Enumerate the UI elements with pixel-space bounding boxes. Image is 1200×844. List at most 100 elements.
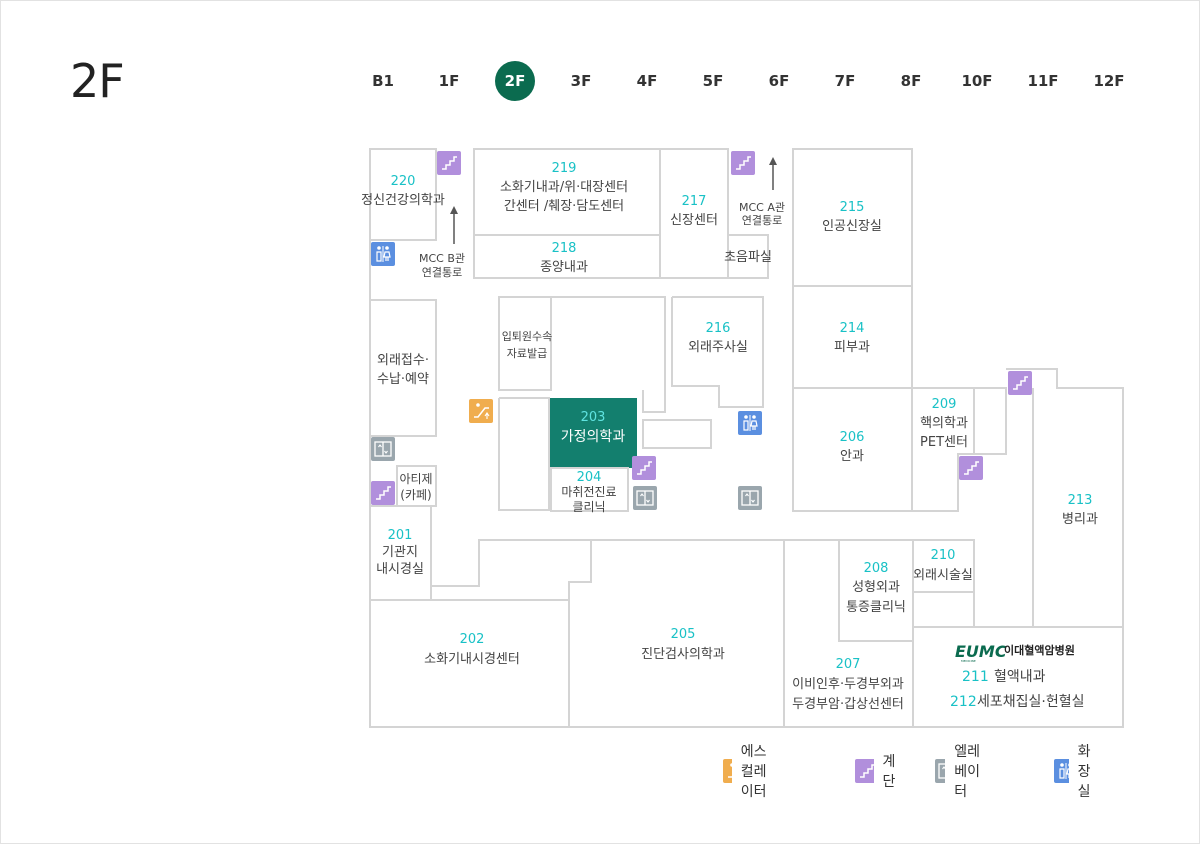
room-218[interactable] <box>473 234 661 279</box>
mcc-a-label-line1: MCC A관 <box>739 201 785 214</box>
escalator-icon <box>722 758 732 784</box>
eumc-logo: EUMC <box>955 642 1007 661</box>
mcc-a-arrow-head <box>769 157 777 165</box>
legend-escalator: 에스컬레이터 <box>722 744 770 800</box>
room-215-name: 인공신장실 <box>822 219 882 234</box>
admission-desk[interactable] <box>498 296 552 391</box>
floor-tab-12f[interactable]: 12F <box>1093 72 1125 90</box>
small-room <box>642 419 712 449</box>
room-204-name-line2: 클리닉 <box>572 500 605 514</box>
stairs-icon <box>730 150 756 176</box>
room-214-number: 214 <box>840 321 865 336</box>
room-217[interactable] <box>659 148 729 279</box>
stairs-icon <box>631 455 657 481</box>
floor-tab-10f[interactable]: 10F <box>961 72 993 90</box>
reception-desk[interactable] <box>369 299 437 437</box>
stairs-icon <box>436 150 462 176</box>
wall <box>974 387 1007 455</box>
room-202-name: 소화기내시경센터 <box>424 652 520 667</box>
reception-line1: 외래접수· <box>377 353 429 368</box>
floor-tab-b1[interactable]: B1 <box>372 72 394 90</box>
floor-tab-6f[interactable]: 6F <box>768 72 790 90</box>
floor-tab-11f[interactable]: 11F <box>1027 72 1059 90</box>
room-212-name: 세포채집실·헌혈실 <box>977 694 1085 710</box>
room-210-name: 외래시술실 <box>913 568 973 583</box>
legend-stairs-label: 계단 <box>882 754 896 790</box>
elevator-icon <box>632 485 658 511</box>
room-202[interactable] <box>369 599 570 728</box>
admission-line2: 자료발급 <box>507 347 547 360</box>
room-214-name: 피부과 <box>834 340 870 355</box>
room-215[interactable] <box>792 148 913 287</box>
cafe-line2: (카페) <box>400 488 431 502</box>
room-220-number: 220 <box>391 174 416 189</box>
room-202-number: 202 <box>460 632 485 647</box>
ultrasound-room[interactable] <box>728 234 769 279</box>
room-203-number: 203 <box>581 410 606 425</box>
room-209-number: 209 <box>932 397 957 412</box>
room-205-number: 205 <box>671 627 696 642</box>
restroom-icon <box>1053 758 1069 784</box>
room-201-name-line2: 내시경실 <box>376 562 424 577</box>
floor-tab-1f[interactable]: 1F <box>438 72 460 90</box>
room-203[interactable] <box>550 398 637 468</box>
legend-elevator: 엘레베이터 <box>934 744 982 800</box>
room-204-number: 204 <box>577 470 602 485</box>
room-210-number: 210 <box>931 548 956 563</box>
room-216[interactable] <box>671 296 764 408</box>
room-206-name: 안과 <box>840 449 864 464</box>
floor-tab-3f[interactable]: 3F <box>570 72 592 90</box>
floor-tab-4f[interactable]: 4F <box>636 72 658 90</box>
room-217-number: 217 <box>682 194 707 209</box>
room-219-name-line2: 간센터 /췌장·담도센터 <box>504 199 624 214</box>
room-201[interactable] <box>369 505 432 601</box>
room-207-name-line2: 두경부암·갑상선센터 <box>792 697 904 712</box>
room-209[interactable] <box>912 387 975 512</box>
room-216-number: 216 <box>706 321 731 336</box>
room-206[interactable] <box>792 387 913 512</box>
room-205-name: 진단검사의학과 <box>641 647 725 662</box>
room-220[interactable] <box>369 148 437 241</box>
room-204[interactable] <box>550 467 629 512</box>
floor-tab-7f[interactable]: 7F <box>834 72 856 90</box>
room-206-number: 206 <box>840 430 865 445</box>
floor-tab-8f[interactable]: 8F <box>900 72 922 90</box>
room-218-number: 218 <box>552 241 577 256</box>
stairs-icon <box>370 480 396 506</box>
wall <box>498 397 550 511</box>
room-208-number: 208 <box>864 561 889 576</box>
wall <box>973 540 1033 628</box>
floor-tab-2f[interactable]: 2F <box>495 61 535 101</box>
room-208-name-line2: 통증클리닉 <box>846 600 906 615</box>
mcc-b-arrow-head <box>450 206 458 214</box>
cancer-hospital-block[interactable] <box>912 626 1124 728</box>
room-214[interactable] <box>792 285 913 389</box>
room-213-name: 병리과 <box>1062 512 1098 527</box>
room-203-name: 가정의학과 <box>561 429 626 445</box>
legend-restroom: 화장실 <box>1053 744 1101 800</box>
room-207-name-line1: 이비인후·두경부외과 <box>792 677 904 692</box>
room-205[interactable] <box>569 539 785 728</box>
elevator-icon <box>737 485 763 511</box>
escalator-icon <box>468 398 494 424</box>
eumc-logo-sub: MEDICINE <box>961 659 976 663</box>
stairs-icon <box>958 455 984 481</box>
floor-tab-5f[interactable]: 5F <box>702 72 724 90</box>
restroom-icon <box>370 241 396 267</box>
eumc-hospital-name: 이대혈액암병원 <box>1004 643 1075 657</box>
room-209-name-line1: 핵의학과 <box>920 416 968 431</box>
stairs-icon <box>1007 370 1033 396</box>
wall <box>430 539 592 727</box>
room-220-name: 정신건강의학과 <box>361 193 445 208</box>
room-213[interactable] <box>1006 368 1124 628</box>
room-208[interactable] <box>838 539 914 642</box>
room-219-name-line1: 소화기내과/위·대장센터 <box>500 180 628 195</box>
room-212-number: 212 <box>950 694 977 710</box>
legend-restroom-label: 화장실 <box>1077 744 1091 800</box>
room-201-name-line1: 기관지 <box>382 545 418 560</box>
ultrasound-room-name: 초음파실 <box>724 250 772 265</box>
elevator-icon <box>370 436 396 462</box>
room-218-name: 종양내과 <box>540 260 588 275</box>
legend-stairs: 계단 <box>854 754 902 790</box>
